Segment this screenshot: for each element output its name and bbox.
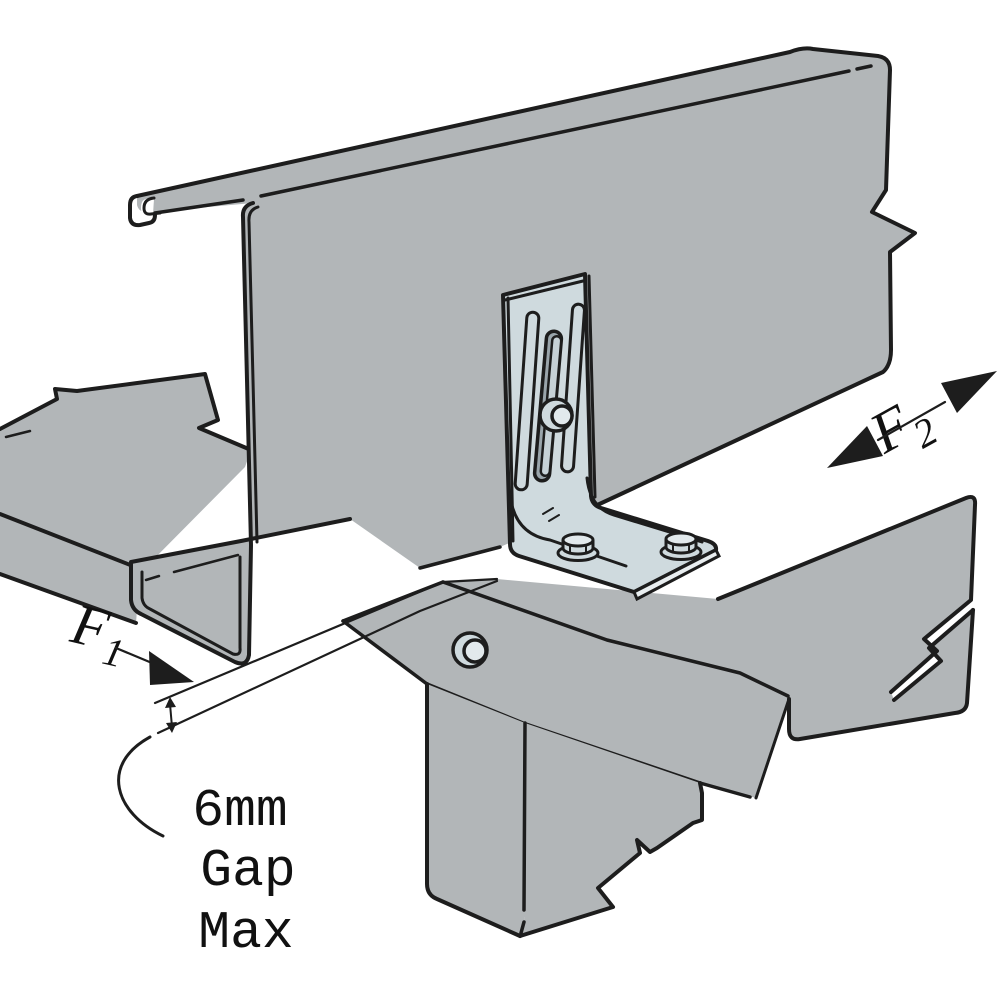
angle-bracket bbox=[501, 272, 721, 602]
f2-annotation: F 2 bbox=[827, 371, 997, 468]
gap-indicator bbox=[117, 577, 499, 838]
f2-arrow-down-icon bbox=[827, 426, 883, 468]
column-post bbox=[425, 682, 704, 938]
gap-note: 6mm Gap Max bbox=[192, 781, 295, 963]
f1-leader-line bbox=[114, 646, 154, 665]
gap-note-line2: Gap bbox=[200, 841, 295, 901]
gap-note-line3: Max bbox=[198, 903, 293, 963]
slot-bolt bbox=[538, 397, 574, 433]
f2-leader-line bbox=[876, 400, 947, 442]
flange-bolt-left bbox=[556, 532, 600, 562]
flange-bolt-right bbox=[659, 531, 703, 561]
left-member bbox=[0, 372, 253, 625]
plate-bolt bbox=[451, 631, 489, 669]
bottom-plate-channel bbox=[341, 494, 978, 800]
f1-arrow-icon bbox=[149, 651, 194, 685]
bracket-rib-left bbox=[513, 310, 541, 492]
gap-note-line1: 6mm bbox=[192, 781, 287, 841]
bracket-rib-right bbox=[560, 302, 586, 474]
f2-arrow-up-icon bbox=[941, 371, 997, 413]
gap-leader-curve bbox=[117, 735, 165, 838]
